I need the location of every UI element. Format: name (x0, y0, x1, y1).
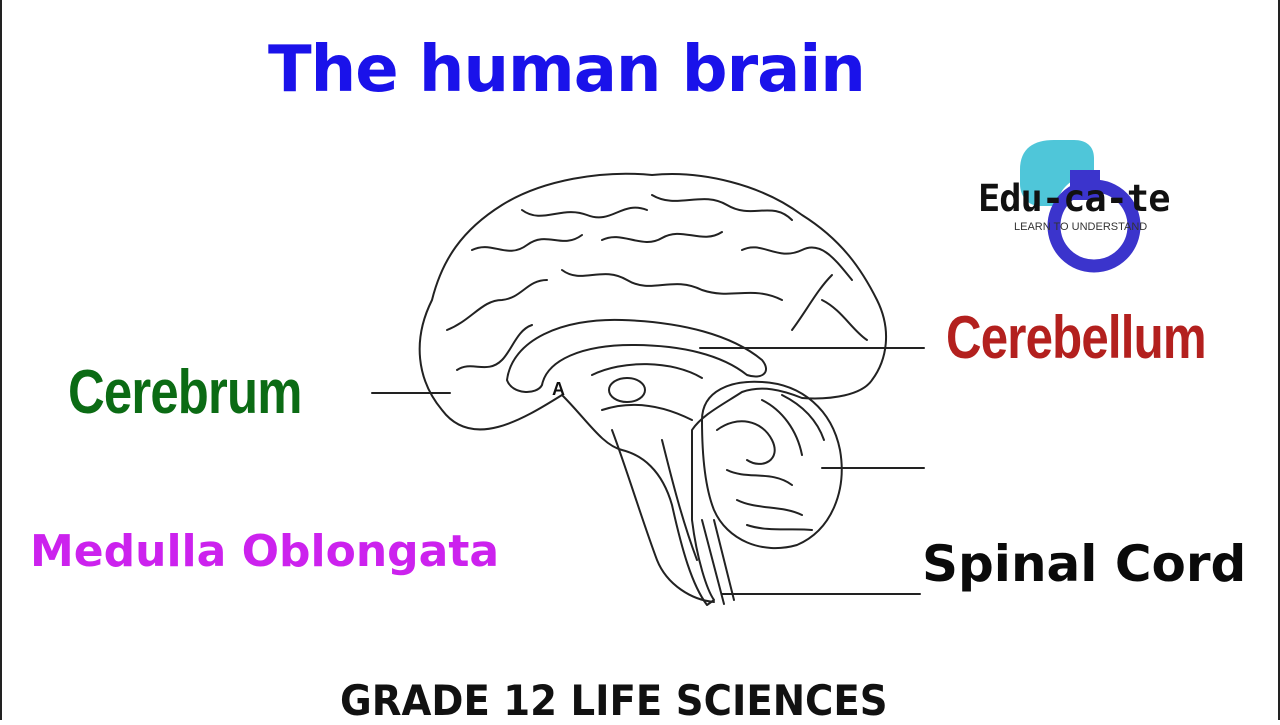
corpus-callosum (506, 318, 767, 393)
brainstem (611, 429, 715, 603)
logo-name: Edu-ca-te (978, 177, 1170, 220)
cerebellum-shape (701, 380, 843, 550)
logo-mark-icon (1020, 140, 1141, 273)
brain-outline (418, 172, 888, 606)
diagram-marker: A (552, 379, 565, 399)
label-cerebrum: Cerebrum (68, 358, 302, 427)
page-title: The human brain (268, 33, 866, 107)
footer-subtitle: GRADE 12 LIFE SCIENCES (340, 676, 888, 725)
label-spinal-cord: Spinal Cord (922, 535, 1247, 593)
educate-logo: Edu-ca-te LEARN TO UNDERSTAND (974, 136, 1204, 276)
label-cerebellum: Cerebellum (946, 304, 1207, 371)
label-medulla-oblongata: Medulla Oblongata (30, 526, 500, 577)
logo-tagline: LEARN TO UNDERSTAND (1014, 221, 1148, 233)
